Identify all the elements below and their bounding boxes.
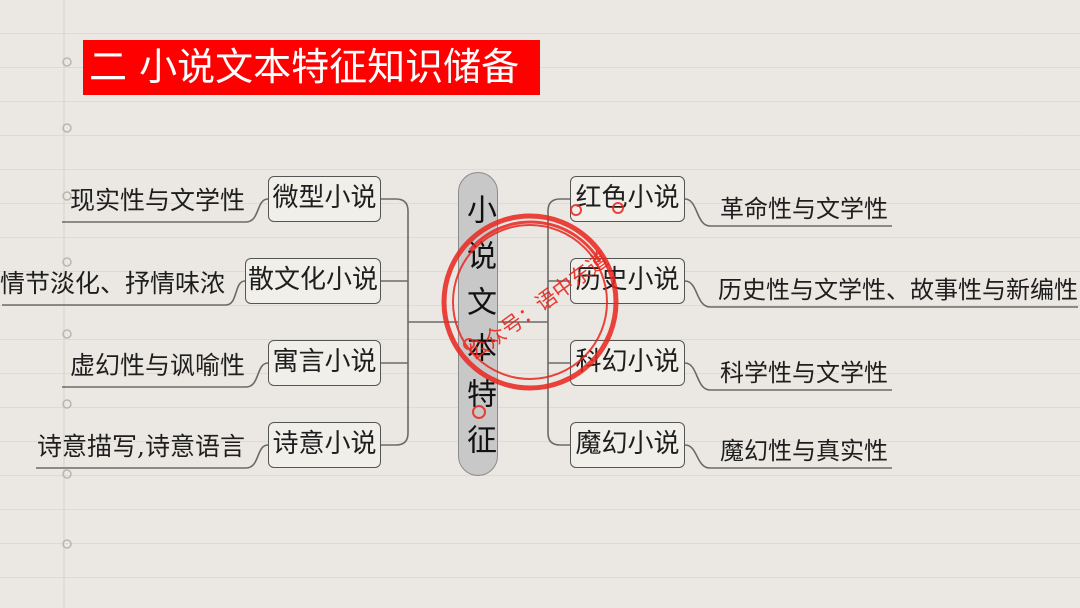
feature-magic-fiction: 魔幻性与真实性 <box>720 437 888 465</box>
feature-scifi-fiction: 科学性与文学性 <box>720 359 888 387</box>
leaf-underline-left-1 <box>62 198 269 223</box>
center-label: 小说文本特征 <box>461 194 496 470</box>
right-bracket <box>547 198 570 446</box>
feature-historical-fiction: 历史性与文学性、故事性与新编性 <box>718 276 1078 304</box>
node-fable-fiction: 寓言小说 <box>268 340 381 386</box>
node-micro-fiction: 微型小说 <box>268 176 381 222</box>
feature-poetic-fiction: 诗意描写,诗意语言 <box>37 432 245 461</box>
feature-micro-fiction: 现实性与文学性 <box>69 186 245 215</box>
feature-prose-fiction: 情节淡化、抒情味浓 <box>0 269 225 298</box>
feature-red-fiction: 革命性与文学性 <box>720 195 888 223</box>
node-poetic-fiction: 诗意小说 <box>268 422 381 468</box>
leaf-underline-right-4 <box>684 444 892 469</box>
node-prose-fiction: 散文化小说 <box>245 258 381 304</box>
node-historical-fiction: 历史小说 <box>570 258 685 304</box>
leaf-underline-left-4 <box>36 444 269 469</box>
leaf-underline-right-1 <box>684 198 892 227</box>
center-node: 小说文本特征 <box>458 172 498 476</box>
left-bracket <box>381 198 409 446</box>
leaf-underline-right-2 <box>684 280 1078 308</box>
binder-holes <box>62 0 72 608</box>
node-magic-fiction: 魔幻小说 <box>570 422 685 468</box>
slide-title: 二 小说文本特征知识储备 <box>83 40 540 95</box>
leaf-underline-left-3 <box>62 362 269 388</box>
leaf-underline-right-3 <box>684 362 892 391</box>
leaf-underline-left-2 <box>2 280 246 306</box>
node-scifi-fiction: 科幻小说 <box>570 340 685 386</box>
feature-fable-fiction: 虚幻性与讽喻性 <box>69 351 245 380</box>
node-red-fiction: 红色小说 <box>570 176 685 222</box>
